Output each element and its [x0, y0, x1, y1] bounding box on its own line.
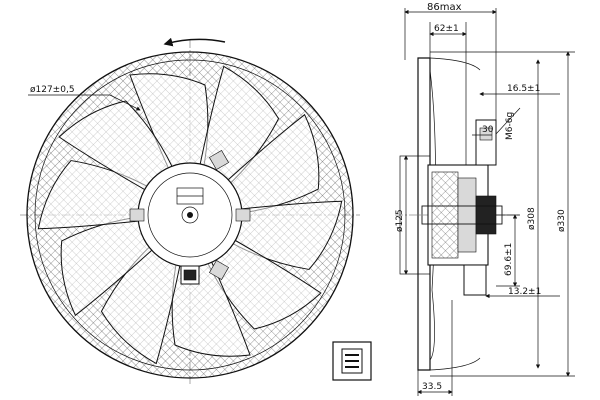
guard-inner-ring [34, 59, 346, 371]
dim-30: 30 [482, 125, 494, 135]
dim-thread: M6-6g [505, 112, 515, 140]
motor-rotor [457, 177, 477, 253]
dim-33-5: 33.5 [422, 382, 442, 392]
motor-flange [475, 195, 497, 235]
connector-symbol-icon [332, 341, 372, 381]
front-view: ø127±0,5 [20, 37, 372, 385]
dim-69-6: 69.6±1 [504, 243, 514, 276]
dim-62: 62±1 [434, 24, 459, 34]
dim-16-5: 16.5±1 [507, 84, 540, 94]
motor-hub-inner [147, 172, 233, 258]
dim-dia-308: ø308 [527, 207, 537, 230]
shaft-icon [181, 206, 199, 224]
motor-winding [431, 171, 459, 259]
blade-tip-bottom [429, 357, 481, 371]
dim-dia-330: ø330 [557, 209, 567, 232]
side-view: 86max 62±1 16.5±1 M6-6g 30 ø125 ø308 ø33… [395, 2, 575, 396]
grille-diameter-text: ø127±0,5 [30, 85, 75, 95]
connector-pins [183, 269, 197, 281]
shaft-center-icon [187, 212, 193, 218]
grille-diameter-callout: ø127±0,5 [28, 85, 141, 111]
dim-dia-125: ø125 [395, 209, 405, 232]
mount-bolt-top [479, 127, 493, 141]
mounting-boss-bottom [209, 260, 229, 280]
mount-bracket-bottom [463, 264, 487, 296]
mounting-boss-left [129, 208, 145, 222]
mounting-boss-right [235, 208, 251, 222]
dim-13-2: 13.2±1 [508, 287, 541, 297]
mounting-boss-top [209, 150, 229, 170]
rotation-arrow-icon [163, 37, 226, 47]
blade-tip-top [429, 57, 481, 71]
dim-overall-depth: 86max [427, 2, 462, 13]
